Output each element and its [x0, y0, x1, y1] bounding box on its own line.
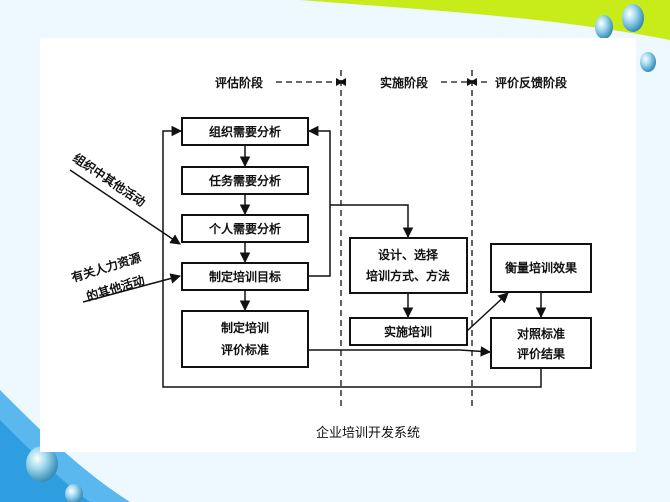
box-conduct	[349, 317, 468, 346]
box-design-label-1: 设计、选择	[378, 247, 439, 262]
phase-label-feedback: 评价反馈阶段	[495, 75, 568, 90]
flow-connectors	[69, 125, 547, 388]
water-drop-icon	[640, 52, 656, 72]
diagram-caption: 企业培训开发系统	[316, 425, 420, 441]
box-conduct-label: 实施培训	[384, 324, 432, 339]
box-set-criteria	[181, 310, 309, 368]
box-design-label-2: 培训方式、方法	[366, 268, 450, 283]
phase-dividers	[276, 70, 488, 410]
box-measure-label: 衡量培训效果	[505, 260, 577, 275]
box-compare	[490, 317, 592, 369]
water-drop-icon	[622, 4, 644, 32]
box-individual-needs-label: 个人需要分析	[208, 221, 281, 236]
box-org-needs-label: 组织需要分析	[209, 124, 281, 139]
box-compare-label-2: 评价结果	[517, 346, 565, 361]
box-compare-label-1: 对照标准	[517, 326, 565, 341]
water-drop-icon	[595, 15, 613, 39]
phase-arrows	[336, 78, 477, 86]
water-drop-icon	[65, 484, 83, 502]
blue-swoosh-inner	[0, 420, 90, 502]
box-set-criteria-label-1: 制定培训	[221, 320, 269, 335]
box-measure	[490, 243, 592, 293]
box-design	[349, 237, 468, 294]
box-set-criteria-label-2: 评价标准	[221, 342, 269, 357]
box-set-goals-label: 制定培训目标	[209, 269, 281, 284]
phase-label-assess: 评估阶段	[215, 75, 264, 90]
green-swoosh-top	[300, 0, 670, 40]
phase-label-implement: 实施阶段	[380, 75, 429, 90]
box-task-needs-label: 任务需要分析	[208, 173, 281, 188]
water-drop-icon	[26, 446, 58, 482]
